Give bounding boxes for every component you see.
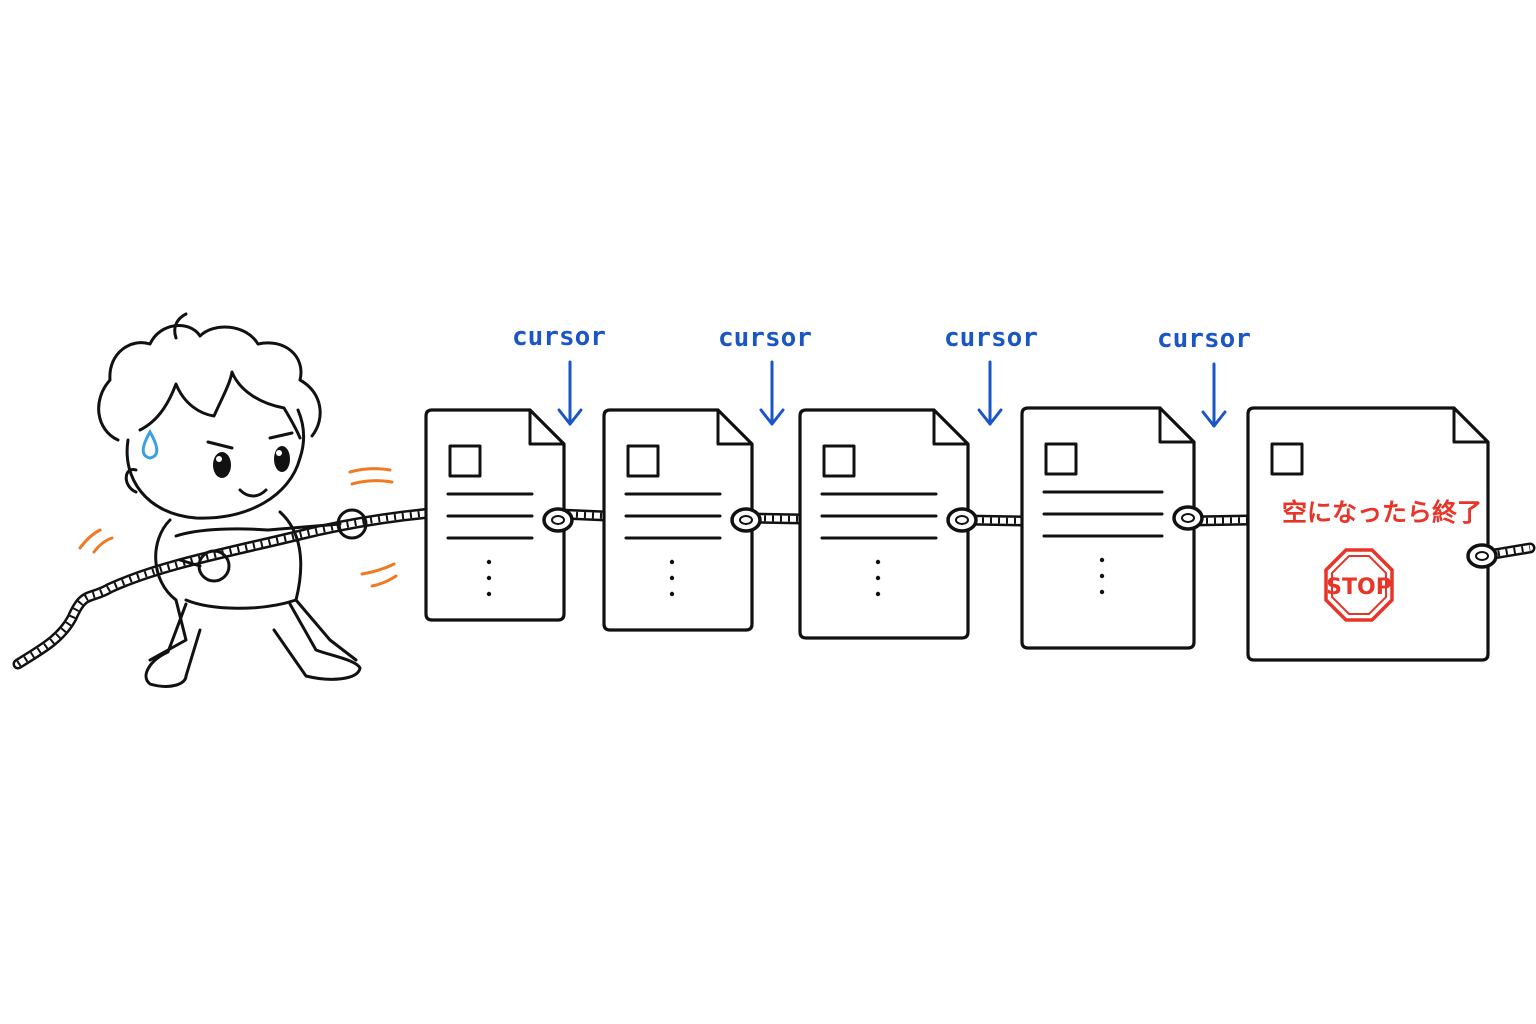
page-ellipsis-dot — [1099, 573, 1105, 579]
cursor-label-3: cursor — [944, 323, 1038, 353]
chain-link-hole — [551, 515, 565, 525]
down-arrow-icon — [977, 360, 1003, 426]
chain-link-hole — [955, 515, 969, 525]
last-page-document — [1246, 406, 1498, 662]
page-image-placeholder — [1270, 442, 1304, 476]
page-image-placeholder — [448, 444, 482, 478]
page-ellipsis-dot — [1099, 589, 1105, 595]
page-ellipsis-dot — [875, 575, 881, 581]
page-ellipsis-dot — [669, 591, 675, 597]
down-arrow-icon — [1201, 362, 1227, 428]
page-document-3 — [798, 408, 978, 640]
stop-sign-icon: STOP — [1324, 548, 1394, 622]
page-document-1 — [424, 408, 574, 622]
character-pulling-rope — [97, 312, 368, 688]
pages — [424, 406, 1498, 662]
chain-link-hole — [1475, 551, 1489, 561]
cursor-label-2: cursor — [718, 323, 812, 353]
page-ellipsis-dot — [486, 559, 492, 565]
motion-lines — [78, 467, 398, 588]
down-arrow-icon — [557, 360, 583, 426]
page-ellipsis-dot — [875, 591, 881, 597]
down-arrow-icon — [759, 360, 785, 426]
sweat-drop-icon — [141, 428, 159, 460]
cursor-annotations: cursor cursor cursor cursor — [512, 322, 1251, 428]
end-condition-label: 空になったら終了 — [1282, 498, 1482, 527]
page-image-placeholder — [822, 444, 856, 478]
page-document-2 — [602, 408, 762, 632]
cursor-label-4: cursor — [1157, 324, 1251, 354]
page-ellipsis-dot — [486, 591, 492, 597]
page-document-4 — [1020, 406, 1204, 650]
page-ellipsis-dot — [669, 575, 675, 581]
chain-link-hole — [1181, 513, 1195, 523]
page-ellipsis-dot — [875, 559, 881, 565]
page-image-placeholder — [626, 444, 660, 478]
page-ellipsis-dot — [486, 575, 492, 581]
page-image-placeholder — [1044, 442, 1078, 476]
page-ellipsis-dot — [1099, 557, 1105, 563]
stop-sign-label: STOP — [1326, 575, 1392, 600]
cursor-label-1: cursor — [512, 322, 606, 352]
page-ellipsis-dot — [669, 559, 675, 565]
chain-link-hole — [739, 515, 753, 525]
